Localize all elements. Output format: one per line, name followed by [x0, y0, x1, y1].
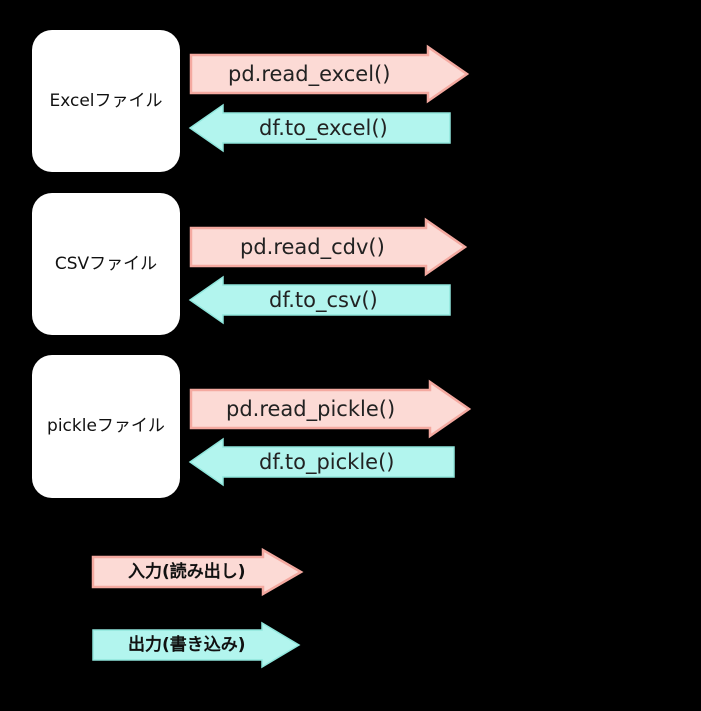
write-arrow-excel[interactable]: df.to_excel()	[188, 102, 451, 154]
file-box-pickle[interactable]: pickleファイル	[32, 355, 180, 498]
legend-output-arrow[interactable]: 出力(書き込み)	[92, 621, 301, 669]
read-arrow-excel[interactable]: pd.read_excel()	[189, 44, 470, 104]
file-box-label: pickleファイル	[47, 416, 165, 437]
file-box-excel[interactable]: Excelファイル	[32, 30, 180, 172]
read-arrow-pickle[interactable]: pd.read_pickle()	[189, 379, 472, 439]
file-box-csv[interactable]: CSVファイル	[32, 193, 180, 335]
write-arrow-csv[interactable]: df.to_csv()	[188, 274, 451, 326]
read-arrow-csv[interactable]: pd.read_cdv()	[189, 217, 468, 277]
file-box-label: Excelファイル	[49, 90, 163, 111]
file-box-label: CSVファイル	[54, 253, 158, 274]
write-arrow-pickle[interactable]: df.to_pickle()	[188, 436, 455, 488]
legend-input-arrow[interactable]: 入力(読み出し)	[91, 547, 304, 597]
